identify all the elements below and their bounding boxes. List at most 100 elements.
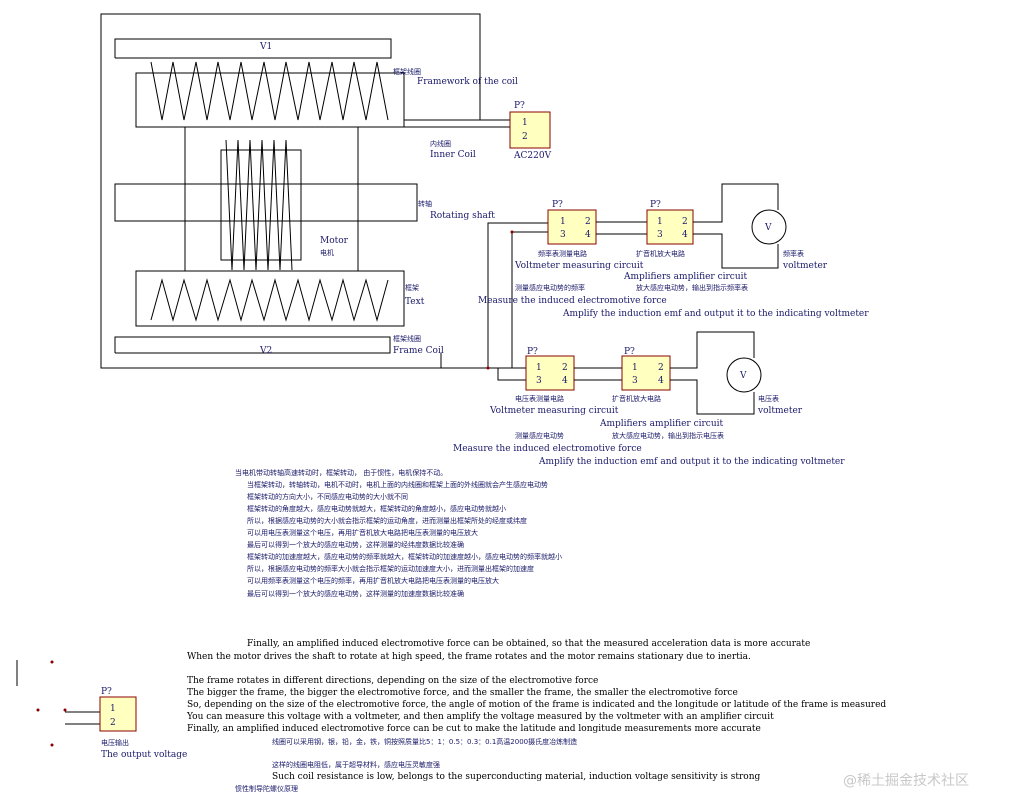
frame-coil-en: Frame Coil [393, 346, 444, 356]
notes-cn: 当电机带动转轴高速转动时，框架转动， 由于惯性，电机保持不动。 当框架转动，转轴… [235, 468, 562, 598]
coil-assembly: V1 V2 框架线圈 Framework of the coil 内线圈 Inn… [100, 13, 518, 369]
pin: 4 [562, 376, 568, 386]
upper-desc2-cn: 放大感应电动势，输出到指示频率表 [636, 283, 748, 292]
upper-amp-box [646, 209, 694, 245]
note-cn-line: 当框架转动，转轴转动，电机不动时，电机上面的内线圈和框架上面的外线圈就会产生感应… [247, 480, 548, 489]
pin: 3 [536, 376, 542, 386]
marker-dot [36, 708, 40, 712]
upper-freq-box [547, 209, 597, 245]
note-cn-line: 可以用电压表测量这个电压，再用扩音机放大电路把电压表测量的电压放大 [247, 528, 478, 537]
bottom-frame-bar [114, 336, 391, 354]
lower-volt-box [525, 355, 575, 391]
framework-en: Framework of the coil [417, 77, 518, 87]
wire [670, 379, 755, 415]
outer-frame-wire [100, 13, 481, 369]
lower-box2-ref: P? [624, 347, 635, 357]
note-resist-en: Such coil resistance is low, belongs to … [272, 772, 761, 782]
lower-desc2-en: Amplify the induction emf and output it … [538, 457, 845, 467]
v2-label: V2 [259, 346, 272, 356]
upper-meter-cn: 频率表 [783, 249, 804, 258]
note-cn-line: 最后可以得到一个放大的感应电动势，这样测量的经纬度数据比较准确 [247, 540, 464, 549]
power-connector: P? 1 2 AC220V [509, 101, 552, 161]
note-title-cn: 惯性制导陀螺仪原理 [235, 784, 298, 793]
inner-coil-en: Inner Coil [430, 150, 476, 160]
note-en-line: When the motor drives the shaft to rotat… [187, 652, 751, 662]
lower-voltmeter-en: Voltmeter measuring circuit [489, 406, 619, 416]
output-pin2: 2 [110, 718, 116, 728]
bottom-coil-winding [150, 278, 389, 322]
upper-box1-ref: P? [552, 200, 563, 210]
upper-box2-ref: P? [650, 200, 661, 210]
upper-chain: P? 1 2 3 4 P? 1 2 3 4 V 频率表测量电路 扩音机放大电路 … [478, 183, 869, 368]
upper-amplifier-en: Amplifiers amplifier circuit [623, 272, 748, 282]
shaft-en: Rotating shaft [430, 211, 495, 221]
pin: 4 [658, 376, 664, 386]
power-pin1: 1 [522, 118, 528, 128]
upper-amp-cn: 扩音机放大电路 [636, 249, 685, 258]
top-coil-winding [150, 61, 389, 121]
note-cn-line: 框架转动的加速度越大，感应电动势的频率就越大，框架转动的加速度越小，感应电动势的… [247, 552, 562, 561]
output-en: The output voltage [101, 750, 187, 760]
output-connector: P? 1 2 电压输出 The output voltage [16, 660, 187, 760]
pin: 2 [585, 217, 591, 227]
frame-en: Text [405, 297, 425, 307]
junction-dot [486, 366, 490, 370]
pin: 4 [682, 230, 688, 240]
note-cn-line: 所以，根据感应电动势的频率大小就会指示框架的运动加速度大小，进而测量出框架的加速… [247, 564, 534, 573]
note-cn-line: 框架转动的方向大小，不同感应电动势的大小就不同 [247, 492, 408, 501]
upper-freq-cn: 频率表测量电路 [538, 249, 587, 258]
wire [693, 183, 779, 223]
note-cn-line: 框架转动的角度越大，感应电动势就越大，框架转动的角度越小，感应电动势就越小 [247, 504, 506, 513]
inner-coil-cn: 内线圈 [430, 139, 451, 148]
note-en-line: So, depending on the size of the electro… [187, 700, 886, 710]
lower-amp-box [621, 355, 671, 391]
lower-meter-cn: 电压表 [758, 394, 779, 403]
lower-box1-ref: P? [527, 347, 538, 357]
shaft-cn: 转轴 [418, 199, 432, 208]
v1-label: V1 [259, 42, 272, 52]
framework-cn: 框架线圈 [393, 67, 421, 76]
watermark: @稀土掘金技术社区 [843, 773, 969, 789]
pin: 1 [536, 363, 542, 373]
lower-desc1-cn: 测量感应电动势 [515, 431, 564, 440]
upper-voltmeter-en: Voltmeter measuring circuit [514, 261, 644, 271]
note-en-line: Finally, an amplified induced electromot… [187, 724, 761, 734]
pin: 2 [682, 217, 688, 227]
upper-desc1-cn: 测量感应电动势的频率 [515, 283, 585, 292]
lower-volt-cn: 电压表测量电路 [515, 394, 564, 403]
power-ref: P? [514, 101, 525, 111]
inner-coil-winding [225, 139, 293, 271]
wire [497, 368, 526, 381]
notes-en: Finally, an amplified induced electromot… [186, 639, 886, 793]
marker-dot [50, 660, 54, 664]
output-box [99, 696, 137, 732]
marker-dot [50, 743, 54, 747]
output-pin1: 1 [110, 704, 116, 714]
lower-desc1-en: Measure the induced electromotive force [453, 444, 642, 454]
wire [670, 331, 755, 369]
pin: 3 [632, 376, 638, 386]
note-en-line: Finally, an amplified induced electromot… [247, 639, 810, 649]
frame-coil-cn: 框架线圈 [393, 334, 421, 343]
pin: 3 [560, 230, 566, 240]
motor-cn: 电机 [320, 248, 334, 257]
output-ref: P? [101, 687, 112, 697]
note-cn-line: 可以用频率表测量这个电压的频率，再用扩音机放大电路把电压表测量的电压放大 [247, 576, 499, 585]
note-material-cn: 线圈可以采用钢，银，铅，金，铁，铜按照质量比5：1：0.5：0.3：0.1高温2… [272, 737, 577, 746]
lower-meter-icon [726, 357, 762, 393]
upper-desc1-en: Measure the induced electromotive force [478, 296, 667, 306]
power-box [509, 111, 551, 149]
lower-amplifier-en: Amplifiers amplifier circuit [599, 419, 724, 429]
upper-meter-icon [751, 209, 787, 245]
pin: 3 [657, 230, 663, 240]
pin: 1 [632, 363, 638, 373]
upper-desc2-en: Amplify the induction emf and output it … [562, 309, 869, 319]
output-cn: 电压输出 [101, 738, 129, 747]
junction-dot [510, 230, 514, 234]
marker-dot [63, 708, 67, 712]
note-en-line: The frame rotates in different direction… [187, 676, 598, 686]
lower-chain: P? 1 2 3 4 P? 1 2 3 4 V 电压表测量电路 扩音机放大电路 … [441, 331, 845, 467]
bottom-coil-housing [135, 270, 405, 327]
lower-amp-cn: 扩音机放大电路 [612, 394, 661, 403]
